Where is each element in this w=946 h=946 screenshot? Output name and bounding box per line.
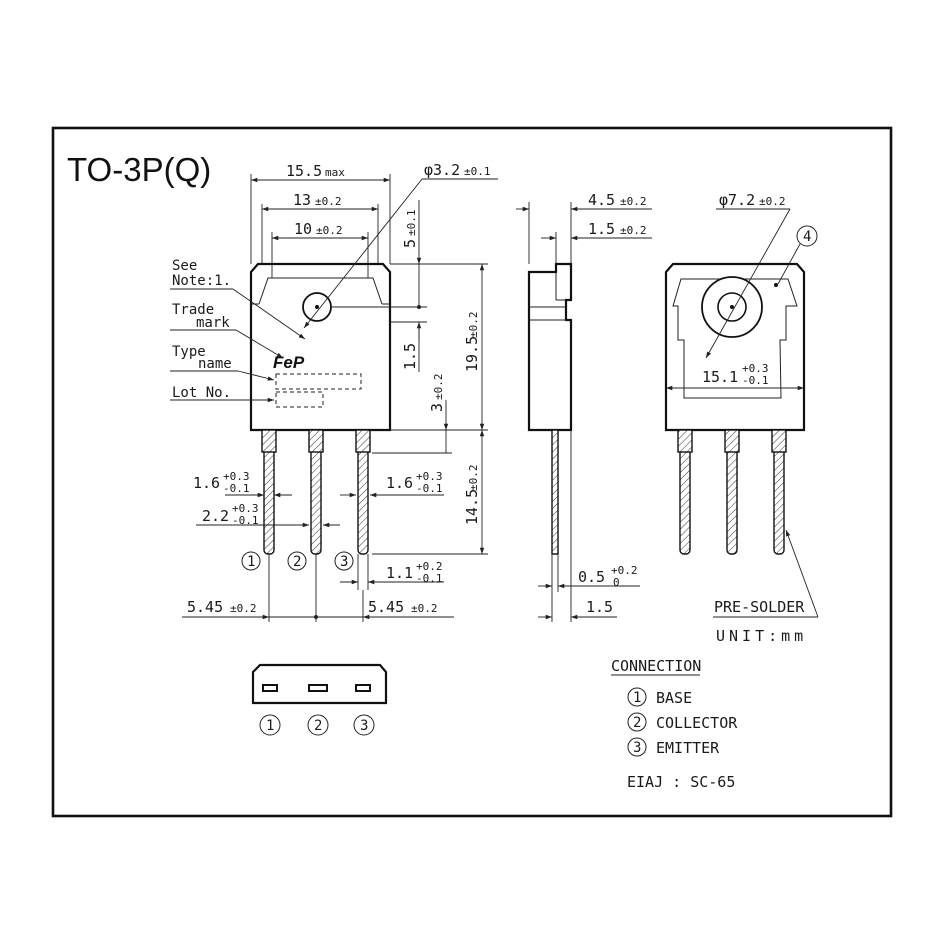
dim-width-10: 10 — [294, 220, 312, 238]
dim-lead-tip-tol-minus: -0.1 — [416, 572, 443, 585]
connection-label-collector: COLLECTOR — [656, 714, 738, 732]
dim-lead-width-left-tol-plus: +0.3 — [223, 470, 250, 483]
end-pin-3-pad — [355, 684, 371, 692]
back-body-outline — [664, 262, 806, 432]
dim-thickness-tol: ±0.2 — [620, 195, 647, 208]
front-tab-inner-outline — [258, 277, 383, 305]
dim-lead-shoulder-3: 3 — [428, 403, 446, 412]
connection-num-2: 2 — [633, 715, 641, 731]
dim-pitch-right: 5.45 — [368, 598, 404, 616]
dim-lead-shoulder-width: 2.2 — [202, 507, 229, 525]
dim-body-height-tol: ±0.2 — [467, 312, 480, 339]
dim-hole-diameter-tol: ±0.1 — [464, 165, 491, 178]
dim-back-width-tol-minus: -0.1 — [742, 374, 769, 387]
marker-4: 4 — [803, 229, 811, 245]
dim-hole-diameter: φ3.2 — [424, 161, 460, 179]
type-name-area — [275, 373, 362, 390]
dim-lead-shoulder-width-tol-plus: +0.3 — [232, 502, 259, 515]
dim-lead-width-left: 1.6 — [193, 474, 220, 492]
note-see-1: See — [172, 258, 197, 274]
dim-lead-tip-tol-plus: +0.2 — [416, 560, 443, 573]
dim-lead-shoulder-3-tol: ±0.2 — [432, 374, 445, 401]
dim-pitch-left-tol: ±0.2 — [230, 602, 257, 615]
pre-solder-label: PRE-SOLDER — [714, 598, 805, 616]
dim-back-width-tol-plus: +0.3 — [742, 362, 769, 375]
dim-tab-thickness-tol: ±0.2 — [620, 224, 647, 237]
end-view: 1 2 3 — [251, 663, 388, 736]
label-name: name — [198, 356, 232, 372]
drawing-frame — [51, 126, 893, 818]
connection-num-1: 1 — [633, 690, 641, 706]
dim-width-13-tol: ±0.2 — [315, 195, 342, 208]
end-pin-1: 1 — [266, 718, 274, 734]
dim-width-max: 15.5 — [286, 162, 322, 180]
dim-boss-diameter-tol: ±0.2 — [759, 195, 786, 208]
label-lot-number: Lot No. — [172, 385, 231, 401]
back-view: φ7.2 ±0.2 4 15.1 +0.3 -0.1 PRE-SOLDER UN… — [664, 191, 819, 645]
dim-thickness: 4.5 — [588, 191, 615, 209]
connection-label-emitter: EMITTER — [656, 739, 720, 757]
dim-lead-width-left-tol-minus: -0.1 — [223, 482, 250, 495]
connection-heading: CONNECTION — [611, 657, 701, 675]
dim-lead-width-right-tol-plus: +0.3 — [416, 470, 443, 483]
dim-boss-diameter: φ7.2 — [719, 191, 755, 209]
dim-pitch-right-tol: ±0.2 — [411, 602, 438, 615]
dim-lead-thickness: 0.5 — [578, 568, 605, 586]
dim-lead-width-right: 1.6 — [386, 474, 413, 492]
dim-width-max-suffix: max — [325, 166, 345, 179]
eiaj-standard: EIAJ : SC-65 — [627, 773, 735, 791]
dim-hole-offset-5-tol: ±0.1 — [405, 210, 418, 237]
label-mark: mark — [196, 315, 230, 331]
connection-label-base: BASE — [656, 689, 692, 707]
side-view: 4.5 ±0.2 1.5 ±0.2 0.5 +0.2 0 1.5 — [516, 191, 652, 622]
note-see-2: Note:1. — [172, 273, 231, 289]
side-lead — [551, 429, 559, 555]
label-trade: Trade — [172, 302, 214, 318]
dim-tab-thickness: 1.5 — [588, 220, 615, 238]
label-type: Type — [172, 344, 206, 360]
dim-hole-offset-5: 5 — [401, 239, 419, 248]
dim-lead-length-tol: ±0.2 — [467, 465, 480, 492]
trade-mark-logo: FeP — [273, 353, 305, 372]
dim-lead-width-right-tol-minus: -0.1 — [416, 482, 443, 495]
dim-pitch-left: 5.45 — [187, 598, 223, 616]
unit-label: UNIT:mm — [716, 627, 807, 645]
dim-lead-tip: 1.1 — [386, 564, 413, 582]
dim-body-height: 19.5 — [463, 336, 481, 372]
dim-lead-length: 14.5 — [463, 489, 481, 525]
front-body-outline — [249, 262, 392, 432]
dim-lead-shoulder-width-tol-minus: -0.1 — [232, 514, 259, 527]
dim-width-13: 13 — [293, 191, 311, 209]
lot-number-area — [275, 391, 324, 408]
end-pin-2: 2 — [314, 718, 322, 734]
dim-1-5-front: 1.5 — [401, 343, 419, 370]
dim-lead-offset: 1.5 — [586, 598, 613, 616]
dim-lead-thickness-tol-minus: 0 — [613, 576, 620, 589]
end-pin-1-pad — [262, 684, 278, 692]
side-body-outline — [527, 262, 573, 432]
package-title: TO-3P(Q) — [67, 151, 211, 188]
end-view-outline — [251, 663, 388, 705]
end-pin-3: 3 — [360, 718, 368, 734]
front-pin-2: 2 — [293, 554, 301, 570]
dim-lead-thickness-tol-plus: +0.2 — [611, 564, 638, 577]
back-copper-area-outline — [672, 278, 798, 399]
connection-num-3: 3 — [633, 740, 641, 756]
dim-back-width: 15.1 — [702, 368, 738, 386]
end-pin-2-pad — [308, 684, 328, 692]
front-view: FeP 15.5 max 13 ±0.2 10 ±0.2 φ3.2 ±0.1 — [170, 161, 498, 622]
front-pin-1: 1 — [247, 554, 255, 570]
front-pin-3: 3 — [340, 554, 348, 570]
dim-width-10-tol: ±0.2 — [316, 224, 343, 237]
connection-table: CONNECTION 1 BASE 2 COLLECTOR 3 EMITTER … — [611, 657, 738, 791]
